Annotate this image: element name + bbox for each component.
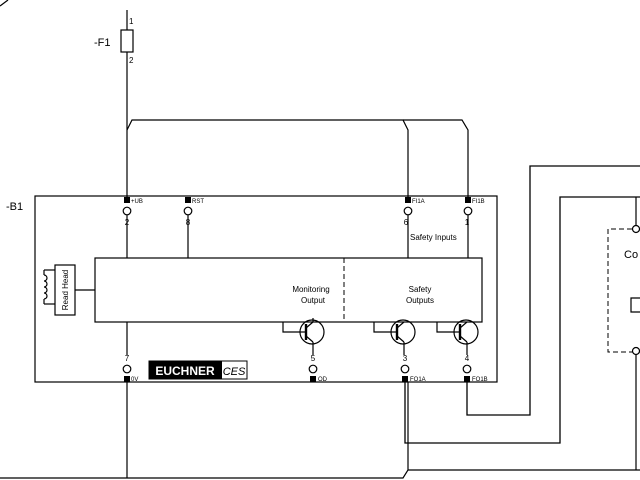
terminal-fi1a: FI1A 6 (403, 197, 425, 258)
corner-mark (0, 0, 9, 7)
monitoring-output-label-2: Output (301, 296, 326, 305)
wire-supply-to-fi1a (126, 119, 409, 198)
terminal-od: 5 OD (308, 354, 328, 383)
terminal-fo1a: 3 FO1A (400, 354, 426, 383)
terminal-name: FI1B (472, 199, 485, 205)
terminal-name: +UB (131, 199, 143, 205)
transistor-od (282, 318, 325, 355)
terminal-number: 2 (125, 218, 130, 227)
terminal-name: FO1A (410, 377, 426, 383)
wire-supply-to-fi1b (403, 119, 469, 198)
terminal-0v: 7 0V (122, 354, 138, 383)
terminal-number: 5 (311, 354, 316, 363)
wire-0v-bus (127, 382, 409, 479)
terminal-number: 1 (465, 218, 470, 227)
terminal-name: RST (192, 199, 204, 205)
terminal-number: 4 (465, 354, 470, 363)
terminal-ub: +UB 2 (122, 197, 143, 258)
logo-product-text: CES (223, 366, 246, 378)
read-head-label: Read Head (61, 270, 70, 310)
transistor-fo1b (436, 319, 479, 355)
controller-inner-element (630, 297, 640, 313)
fuse-pin-bottom: 2 (129, 56, 134, 65)
terminal-fo1b: 4 FO1B (462, 354, 488, 383)
terminal-name: OD (318, 377, 328, 383)
device-ref-label: -B1 (6, 201, 23, 213)
safety-outputs-label-1: Safety (409, 285, 432, 294)
fuse-pin-top: 1 (129, 17, 134, 26)
logo-brand-text: EUCHNER (155, 364, 215, 378)
terminal-name: 0V (131, 377, 138, 383)
controller-terminal-top (631, 224, 640, 234)
controller-label: Co (624, 249, 638, 261)
terminal-number: 7 (125, 354, 130, 363)
fuse-ref-label: -F1 (94, 37, 111, 49)
safety-outputs-label-2: Outputs (406, 296, 434, 305)
terminal-number: 3 (403, 354, 408, 363)
terminal-number: 6 (404, 218, 409, 227)
fuse-f1 (120, 29, 134, 53)
read-head-coil-icon (43, 269, 55, 305)
terminal-name: FI1A (412, 199, 425, 205)
controller-block-partial (607, 228, 640, 353)
terminal-name: FO1B (472, 377, 488, 383)
transistor-fo1a (373, 319, 416, 355)
monitoring-output-label-1: Monitoring (292, 285, 329, 294)
euchner-ces-logo: EUCHNER CES (148, 360, 248, 380)
wire-fo1b-out (466, 165, 640, 416)
controller-terminal-bottom (631, 346, 640, 356)
terminal-fi1b: FI1B 1 (463, 197, 485, 258)
terminal-rst: RST 8 (183, 197, 204, 258)
terminal-number: 8 (186, 218, 191, 227)
wire-fo1a-out (404, 196, 640, 444)
safety-inputs-label: Safety Inputs (410, 233, 457, 242)
device-b1-enclosure (34, 195, 498, 383)
